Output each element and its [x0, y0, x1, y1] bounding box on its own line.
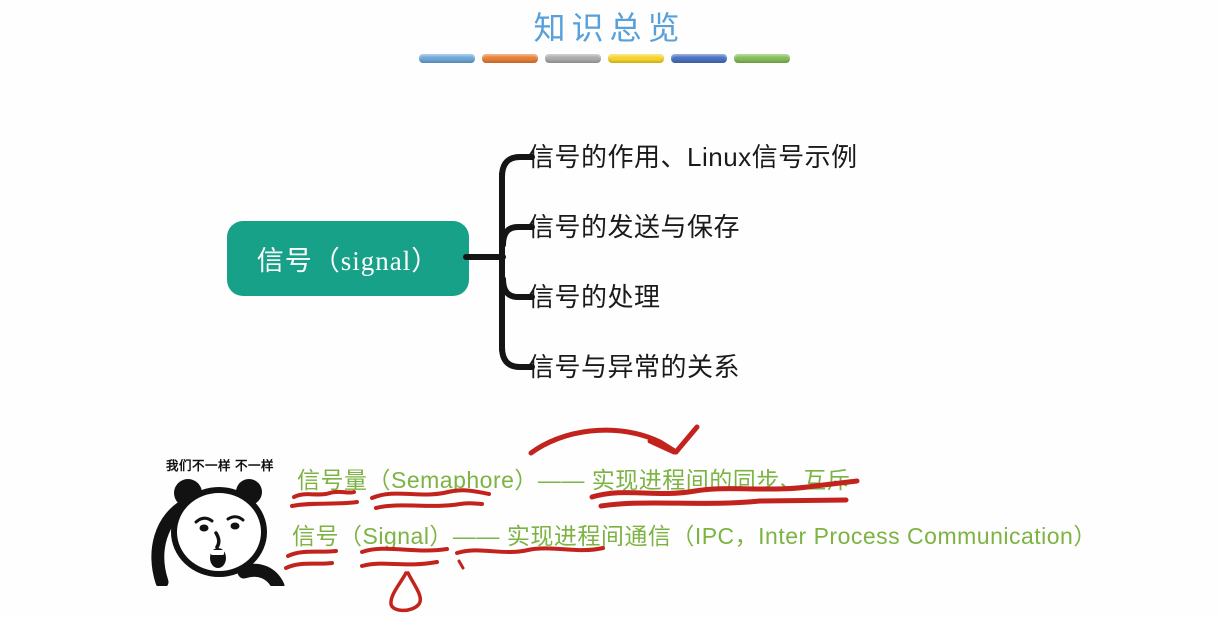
underline-signal-word-2 [360, 560, 439, 568]
mindmap-branch-send-save: 信号的发送与保存 [528, 212, 741, 242]
panda-right-ear [236, 479, 262, 505]
divider-bar-darkblue [671, 54, 727, 63]
panda-left-arm [151, 497, 195, 586]
underline-signal-term-2 [284, 561, 334, 570]
arrow-annotation-curve [528, 427, 679, 456]
panda-head [171, 487, 267, 577]
underline-signal-term-1 [286, 549, 338, 558]
page-title: 知识总览 [533, 10, 686, 46]
arrow-annotation-flick [673, 424, 700, 455]
divider-bar-orange [482, 54, 538, 63]
note-semaphore: 信号量（Semaphore）—— 实现进程间的同步、互斥 [297, 467, 851, 493]
panda-left-brow [194, 516, 214, 524]
tick-mark-annotation [457, 559, 465, 570]
divider-bar-green [734, 54, 790, 63]
panda-left-eye [199, 524, 209, 532]
mindmap-root-node: 信号（signal） [227, 221, 469, 296]
mindmap-root-label: 信号（signal） [256, 246, 440, 276]
underline-semaphore-word-2 [374, 501, 484, 510]
mindmap-branch-signal-usage: 信号的作用、Linux信号示例 [528, 142, 858, 172]
divider-bar-yellow [608, 54, 664, 63]
panda-left-ear [174, 479, 202, 507]
panda-teeth [211, 550, 224, 555]
panda-drawing [151, 479, 285, 586]
title-divider-bars [419, 54, 790, 63]
meme-caption: 我们不一样 不一样 [166, 459, 274, 473]
arrow-annotation-barb [647, 438, 677, 455]
mindmap-connector [463, 154, 535, 370]
handwritten-annotations [284, 424, 860, 613]
note-signal: 信号（Signal）—— 实现进程间通信（IPC，Inter Process C… [292, 523, 1097, 549]
panda-right-eye [230, 522, 240, 530]
panda-mouth [210, 548, 226, 568]
divider-bar-blue [419, 54, 475, 63]
underline-sync-mutex-2 [598, 497, 849, 509]
panda-meme-image [151, 479, 285, 586]
underline-semaphore-term-2 [290, 500, 359, 508]
divider-bar-gray [545, 54, 601, 63]
panda-nose [214, 531, 221, 549]
panda-right-brow [226, 515, 245, 522]
mindmap-branch-exception-relation: 信号与异常的关系 [528, 352, 741, 382]
teardrop-annotation [389, 571, 422, 613]
mindmap-branch-handling: 信号的处理 [528, 282, 661, 312]
panda-right-arm [237, 563, 285, 586]
